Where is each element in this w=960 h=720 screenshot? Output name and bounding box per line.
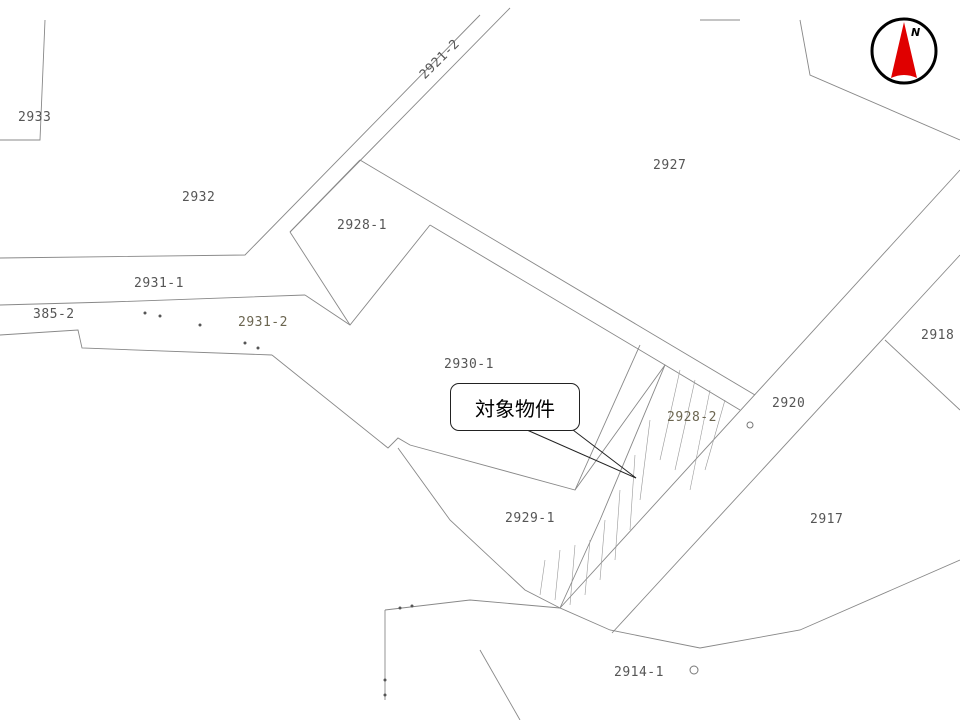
callout-pointer [572,429,637,479]
boundary-markers [143,311,754,697]
north-arrow-icon: N [869,16,939,86]
parcel-label-2931-2: 2931-2 [238,315,288,330]
parcel-label-385-2: 385-2 [33,307,75,322]
parcel-label-2917: 2917 [810,512,844,527]
parcel-label-2931-1: 2931-1 [134,276,184,291]
parcel-label-2920: 2920 [772,396,806,411]
parcel-label-2928-2: 2928-2 [667,410,717,425]
parcel-label-2932: 2932 [182,190,216,205]
parcel-label-2927: 2927 [653,158,687,173]
parcel-label-2933: 2933 [18,110,52,125]
parcel-label-2929-1: 2929-1 [505,511,555,526]
parcel-label-2928-1: 2928-1 [337,218,387,233]
hatching [539,369,726,606]
parcel-label-2918: 2918 [921,328,955,343]
parcel-label-2930-1: 2930-1 [444,357,494,372]
parcel-label-2914-1: 2914-1 [614,665,664,680]
target-property-callout: 対象物件 [450,383,580,431]
north-letter: N [911,26,920,39]
